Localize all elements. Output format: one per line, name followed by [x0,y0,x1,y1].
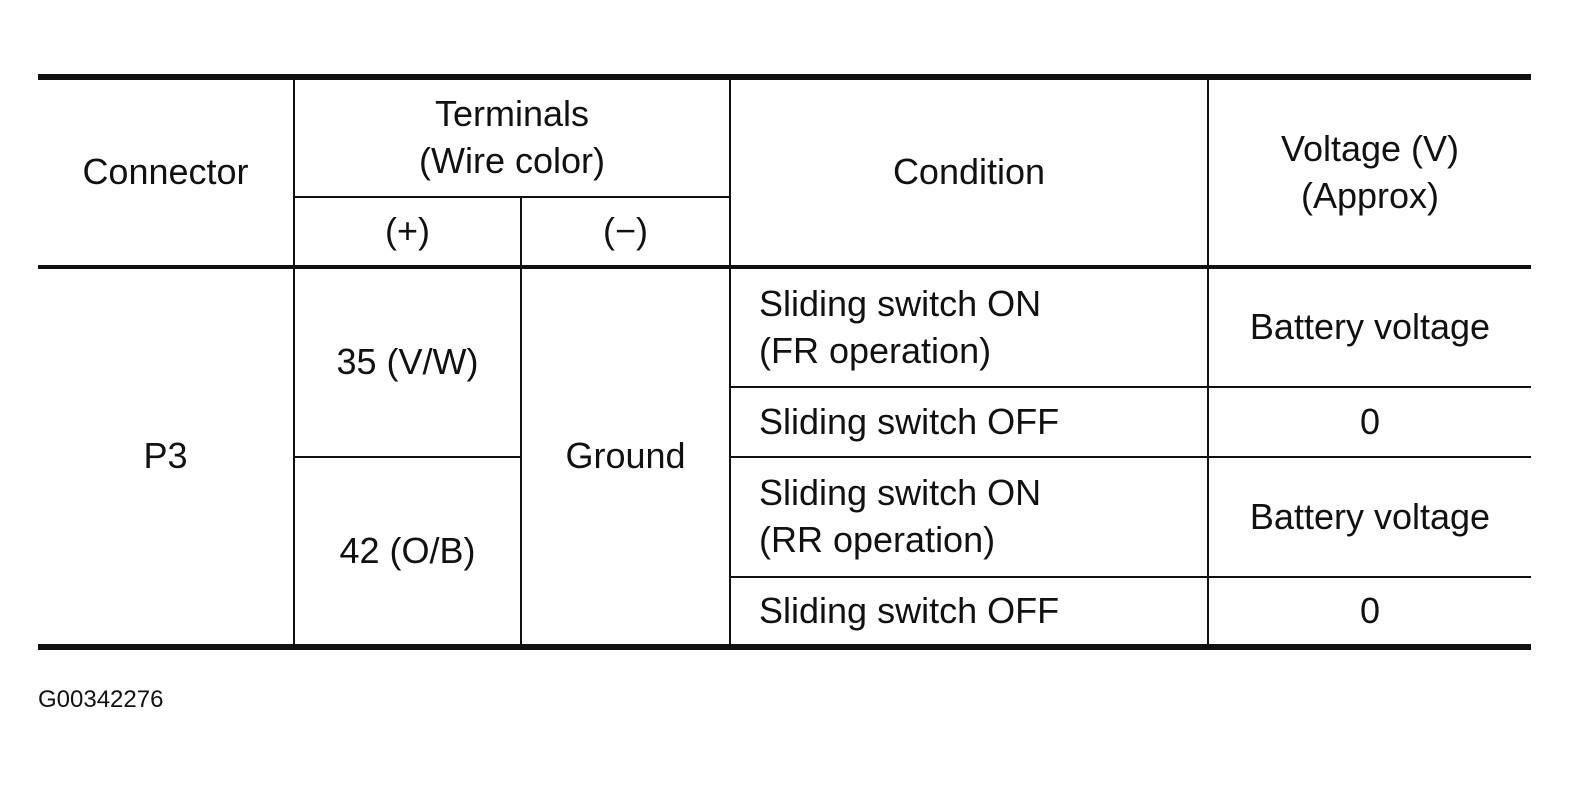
header-terminals-line1: Terminals [434,93,590,135]
header-terminals: Terminals (Wire color) [293,77,731,198]
terminal-voltage-table: Connector Terminals (Wire color) Conditi… [38,74,1531,650]
header-minus: (−) [520,196,730,269]
table-row: Sliding switch OFF 0 [38,576,1531,647]
table-row: P3 35 (V/W) Ground Sliding switch ON (FR… [38,266,1531,648]
terminal-plus-cell: 42 (O/B) [294,456,522,648]
condition-line2: (FR operation) [759,329,992,371]
table-row: Sliding switch OFF 0 [38,386,1531,458]
figure-code: G00342276 [38,686,164,713]
header-connector: Connector [38,77,295,269]
voltage-cell: 0 [1207,386,1531,458]
header-voltage: Voltage (V) (Approx) [1207,77,1531,269]
terminal-minus-cell: Ground [520,266,731,648]
table-row: 42 (O/B) Sliding switch ON (RR operation… [38,456,1531,648]
spec-table-container: Connector Terminals (Wire color) Conditi… [38,74,1531,650]
header-plus: (+) [294,196,522,269]
condition-line2: (RR operation) [759,519,996,560]
header-voltage-line2: (Approx) [1300,174,1440,216]
voltage-cell: Battery voltage [1207,266,1531,388]
voltage-cell: 0 [1207,576,1531,647]
condition-cell: Sliding switch OFF [730,386,1209,458]
header-row-2: (+) (−) [38,196,1531,269]
condition-line1: Sliding switch ON [759,472,1042,514]
condition-cell: Sliding switch OFF [730,576,1209,647]
header-condition: Condition [729,77,1209,269]
connector-cell: P3 [38,266,295,648]
header-terminals-line2: (Wire color) [419,140,605,181]
condition-line1: Sliding switch ON [759,282,1042,324]
condition-cell: Sliding switch ON (RR operation) [729,456,1209,578]
condition-cell: Sliding switch ON (FR operation) [729,266,1209,388]
voltage-cell: Battery voltage [1207,456,1531,578]
terminal-plus-cell: 35 (V/W) [293,266,522,458]
header-voltage-line1: Voltage (V) [1280,127,1460,169]
header-row-1: Connector Terminals (Wire color) Conditi… [38,77,1531,269]
